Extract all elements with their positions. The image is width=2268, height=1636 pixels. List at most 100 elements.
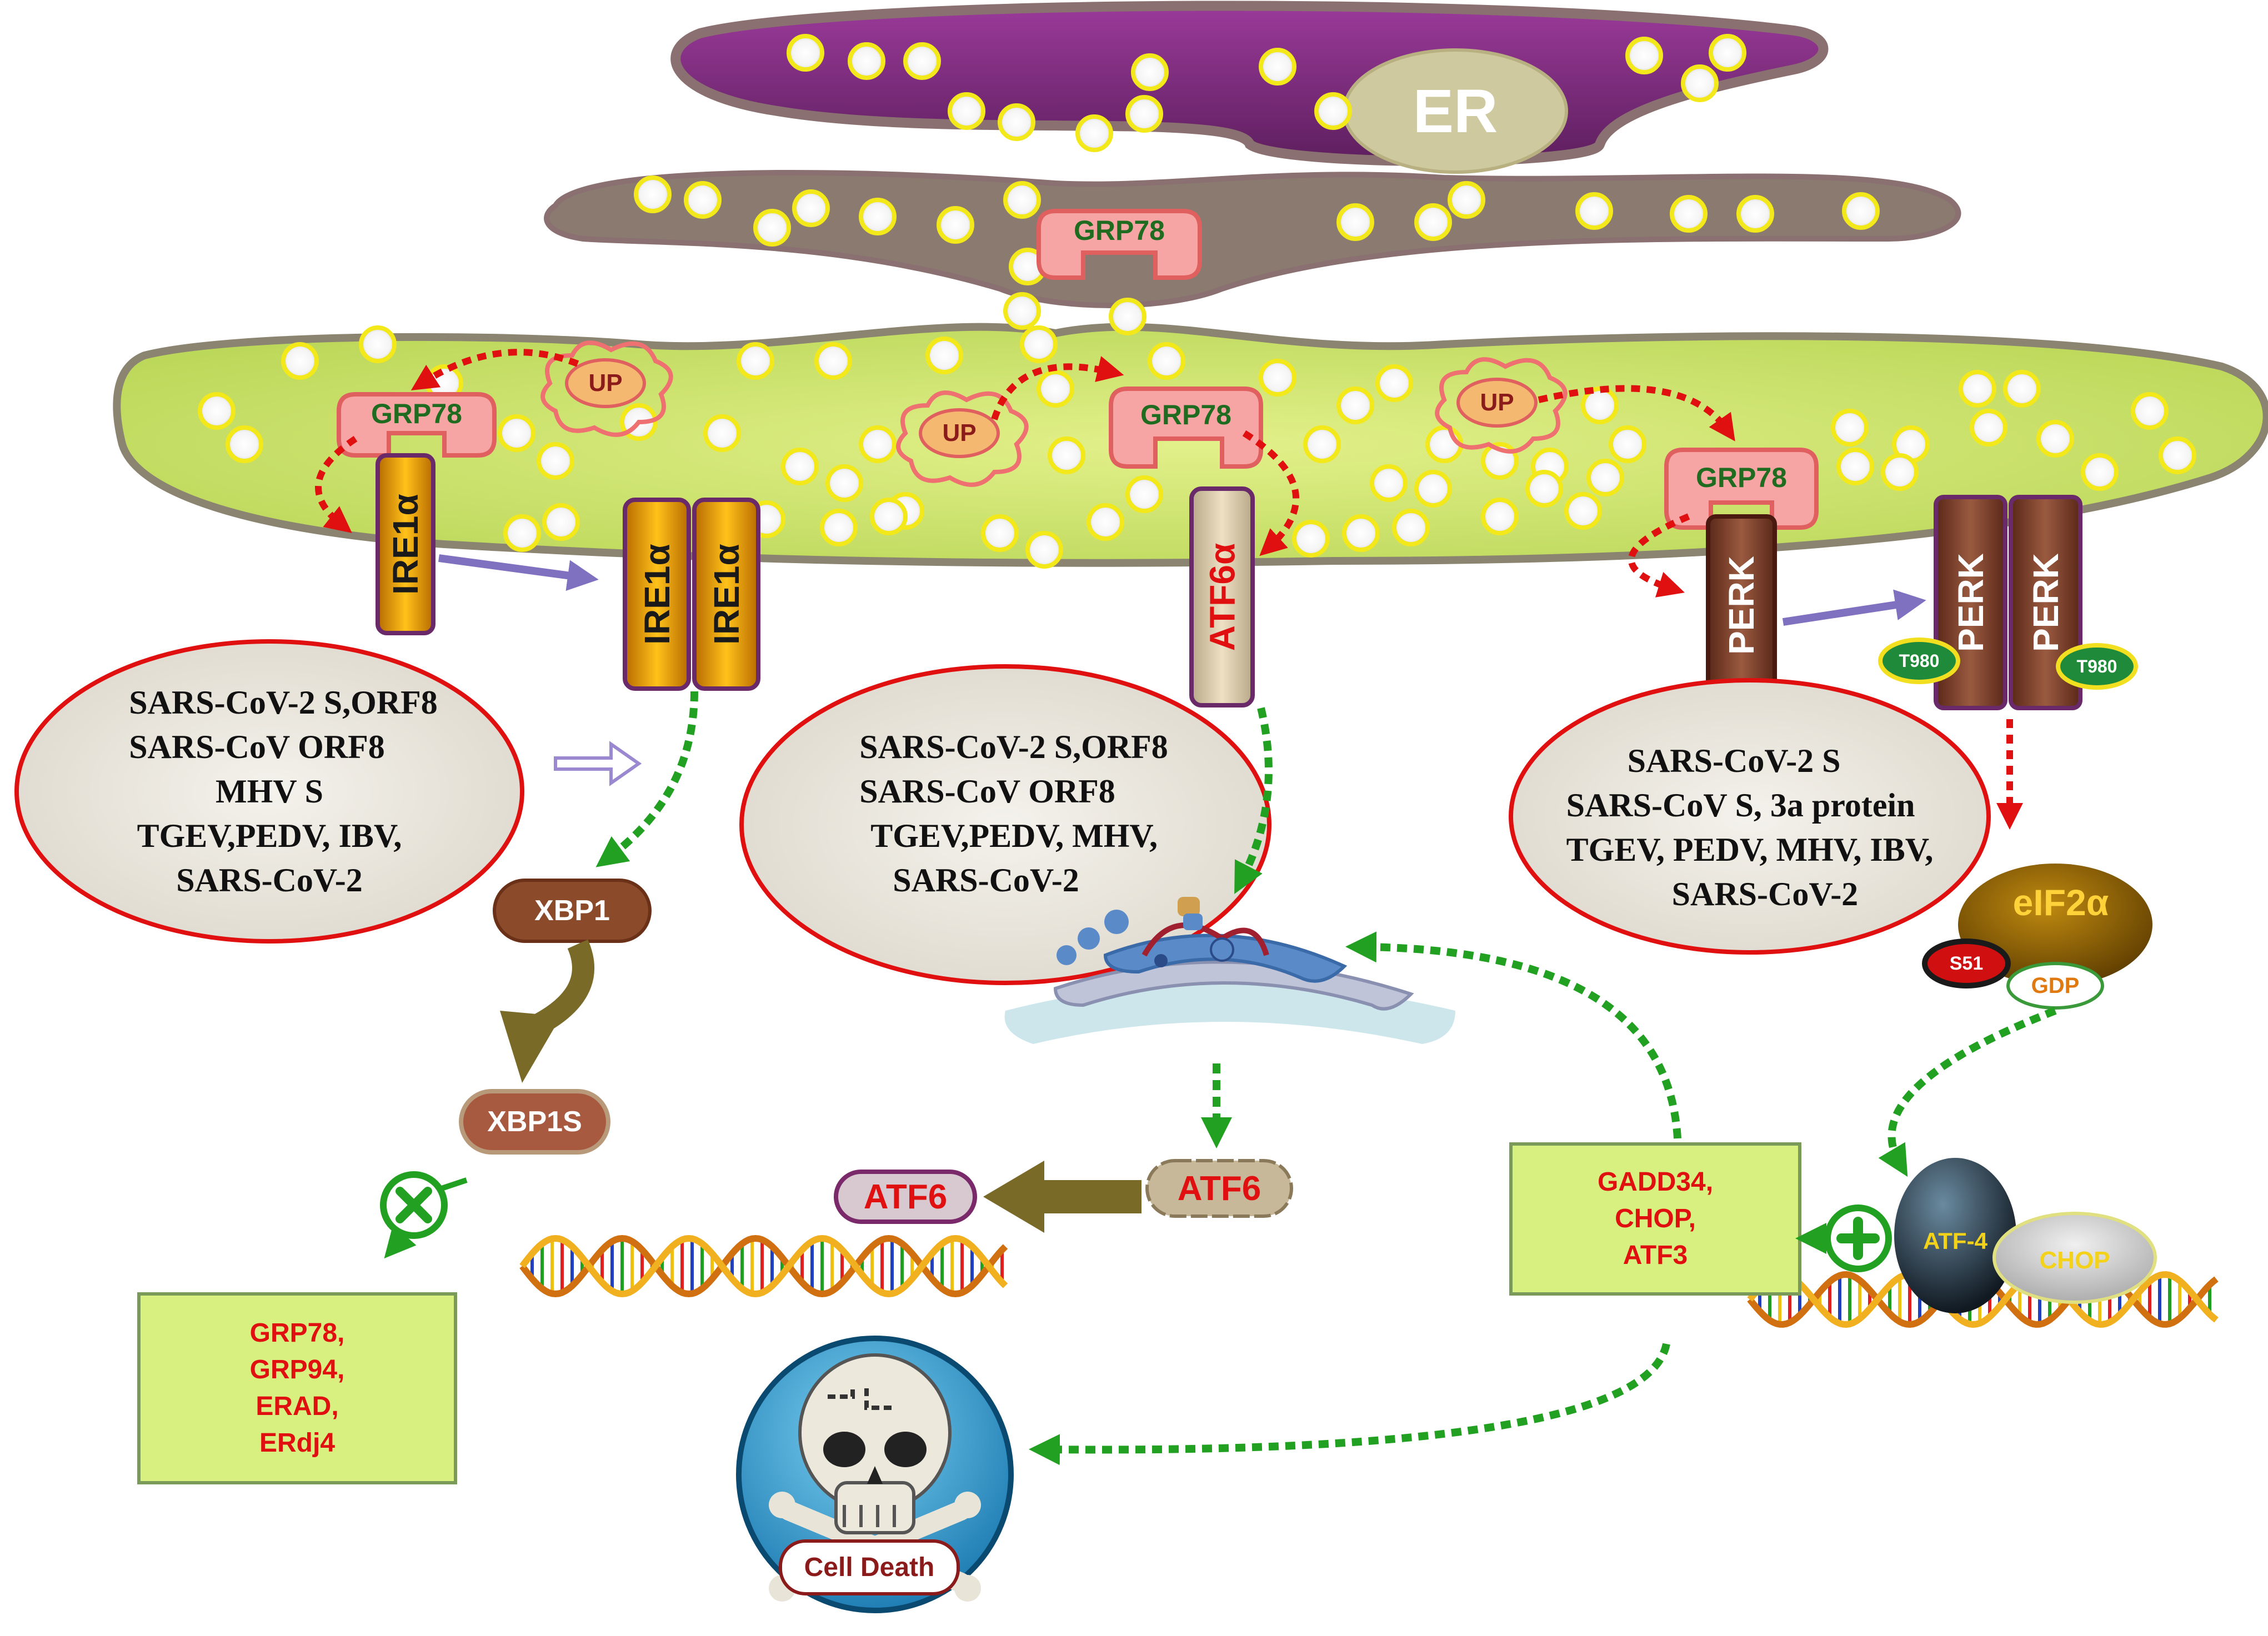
ellipse-atf6-line-4: SARS-CoV-2	[893, 862, 1079, 899]
vesicle-dot	[542, 503, 580, 541]
target-genes-box-right	[1509, 1142, 1801, 1296]
vesicle-dot	[359, 325, 397, 363]
grp78-center-label: GRP78	[1074, 215, 1165, 246]
vesicle-dot	[1148, 342, 1185, 380]
ellipse-atf6-text: SARS-CoV-2 S,ORF8 SARS-CoV ORF8 TGEV,PED…	[859, 725, 1168, 902]
xbp1s-pill	[459, 1089, 610, 1155]
er-label: ER	[1413, 77, 1498, 145]
inhibition-icon	[380, 1171, 468, 1239]
eif2a-label: eIF2α	[2012, 882, 2109, 923]
ellipse-atf6-line-2: SARS-CoV ORF8	[859, 773, 1115, 810]
vesicle-dot	[503, 514, 541, 552]
ellipse-perk	[1509, 678, 1991, 955]
ire-activation-arrow	[438, 554, 599, 591]
perk-monomer-label: PERK	[1721, 556, 1761, 655]
golgi-apparatus	[1004, 897, 1455, 1044]
up-label-1: UP	[588, 369, 623, 397]
vesicle-dot	[2159, 436, 2196, 474]
target-genes-left-text-wrap: GRP78, GRP94, ERAD, ERdj4	[139, 1294, 455, 1483]
perk-monomer-label-wrap: PERK	[1708, 516, 1775, 694]
cell-death-group	[736, 1336, 1014, 1613]
target-genes-box-left	[137, 1292, 457, 1484]
ire1a-dimer-right-label-wrap: IRE1α	[694, 500, 758, 689]
vesicle-dot	[998, 103, 1035, 141]
xbp1-label: XBP1	[534, 895, 610, 927]
grp78-perk-label: GRP78	[1696, 462, 1787, 493]
vesicle-dot	[634, 175, 672, 213]
hollow-arrow	[554, 741, 642, 786]
vesicle-dot	[1709, 34, 1746, 72]
activation-plus-icon	[1824, 1205, 1892, 1272]
vesicle-dot	[1609, 425, 1646, 463]
vesicle-dot	[1003, 181, 1041, 219]
atf4-label: ATF-4	[1923, 1228, 1987, 1254]
up-label-3: UP	[1480, 389, 1514, 416]
arrow-eif-atf4	[1878, 1007, 2057, 1177]
arrow-gadd34-golgi	[1345, 931, 1681, 1139]
box-left-line-2: GRP94,	[249, 1355, 345, 1384]
xbp1-pill	[493, 879, 652, 943]
vesicle-dot	[1831, 409, 1869, 446]
ellipse-ire	[14, 639, 524, 944]
grp78-ire	[337, 392, 497, 458]
chop-shape	[1992, 1212, 2157, 1304]
red-arrow-up2-grp	[991, 356, 1124, 420]
atf6a-receptor	[1189, 486, 1255, 707]
vesicle-dot	[1087, 503, 1124, 541]
t980-label-right: T980	[2076, 656, 2117, 676]
ellipse-atf6	[739, 664, 1271, 985]
ellipse-atf6-text-wrap: SARS-CoV-2 S,ORF8 SARS-CoV ORF8 TGEV,PED…	[778, 697, 1250, 930]
vesicle-dot	[925, 337, 963, 374]
ellipse-perk-line-3: TGEV, PEDV, MHV, IBV,	[1566, 831, 1934, 868]
vesicle-dot	[1586, 459, 1624, 496]
vesicle-dot	[820, 509, 858, 546]
grp78-perk	[1664, 448, 1819, 530]
dna-strand	[519, 1234, 1008, 1298]
ellipse-perk-text: SARS-CoV-2 S SARS-CoV S, 3a protein TGEV…	[1566, 739, 1934, 916]
vesicle-dot	[859, 425, 897, 463]
ire1a-monomer	[376, 453, 435, 635]
vesicle-dot	[1303, 425, 1341, 463]
vesicle-dot	[1037, 370, 1074, 408]
ellipse-atf6-line-3: TGEV,PEDV, MHV,	[870, 817, 1158, 854]
vesicle-dot	[1481, 498, 1519, 535]
dna-helix-atf6	[519, 1234, 1008, 1298]
vesicle-dot	[859, 198, 897, 235]
vesicle-dot	[1259, 359, 1296, 397]
grp78-atf6-label: GRP78	[1140, 399, 1231, 430]
ellipse-perk-text-wrap: SARS-CoV-2 S SARS-CoV S, 3a protein TGEV…	[1519, 727, 1980, 927]
vesicle-dot	[1336, 203, 1374, 241]
vesicle-dot	[2131, 392, 2169, 430]
vesicle-dot	[1125, 475, 1163, 513]
ellipse-perk-line-4: SARS-CoV-2	[1671, 876, 1859, 912]
dna-strand	[1747, 1271, 2219, 1328]
vesicle-dot	[703, 414, 741, 452]
red-arrow-grp-ire	[315, 436, 358, 533]
er-membrane	[113, 1, 2268, 567]
vesicle-dot	[737, 342, 774, 380]
vesicle-dot	[1075, 114, 1113, 152]
gdp-label: GDP	[2031, 973, 2080, 998]
arrow-ire-xbp1	[595, 691, 698, 867]
vesicle-dot	[1292, 520, 1330, 558]
ellipse-perk-line-2: SARS-CoV S, 3a protein	[1566, 787, 1915, 824]
grp78-center	[1037, 209, 1202, 280]
box-right-line-3: ATF3	[1623, 1241, 1688, 1270]
ellipse-ire-text-wrap: SARS-CoV-2 S,ORF8 SARS-CoV ORF8 MHV S TG…	[33, 664, 505, 919]
vesicle-dot	[1564, 492, 1602, 530]
vesicle-dot	[1048, 436, 1085, 474]
ire1a-dimer-right	[692, 498, 760, 691]
ire1a-monomer-label-wrap: IRE1α	[378, 455, 433, 633]
vesicle-dot	[198, 392, 236, 430]
perk-dimer-right-label: PERK	[2025, 553, 2066, 652]
vesicle-dot	[814, 342, 852, 380]
up-blob-1	[540, 340, 673, 437]
vesicle-dot	[2003, 370, 2041, 408]
vesicle-dot	[1625, 37, 1663, 74]
ire1a-dimer-left	[623, 498, 691, 691]
target-genes-right-text-wrap: GADD34, CHOP, ATF3	[1511, 1144, 1800, 1294]
ellipse-ire-line-5: SARS-CoV-2	[176, 862, 363, 899]
up-blob-2	[896, 390, 1029, 487]
vesicle-dot	[903, 42, 941, 80]
vesicle-dot	[281, 342, 319, 380]
